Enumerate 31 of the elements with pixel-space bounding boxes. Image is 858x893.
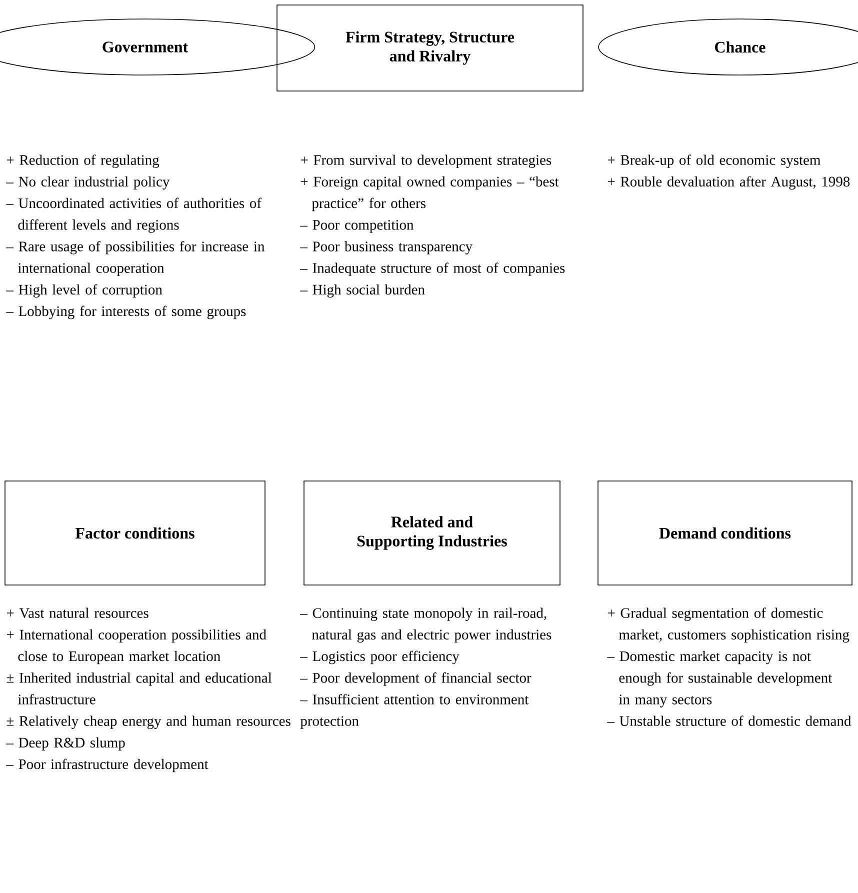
bullet-item: – Rare usage of possibilities for increase in international cooperation [6,241,264,276]
bullet-item: + Rouble devaluation after August, 1998 [608,176,850,190]
bullet-item: – Inadequate structure of most of companies [300,262,565,276]
bullet-item: + Vast natural resources [6,608,148,618]
bullet-item: – Domestic market capacity is not enough for sustainable development in many sectors [607,650,832,708]
heading-box: Firm Strategy, Structure and Rivalry [276,4,584,92]
heading-box: Factor conditions [4,480,266,586]
bullet-item: + Gradual segmentation of domestic market, customers sophistication rising [608,608,850,643]
bullet-item: – Poor infrastructure development [6,758,208,772]
bullet-item: – Logistics poor efficiency [300,650,460,664]
bullet-item: – Deep R&D slump [6,737,125,750]
bullet-item: ± Inherited industrial capital and educational infrastructure [6,672,272,704]
bullet-item: + Foreign capital owned companies – “best practice” for others [300,176,559,212]
bullet-item: – Poor competition [300,220,414,233]
bullet-item: – Continuing state monopoly in rail-road, natural gas and electric power industries [300,608,552,643]
bullet-item: – Poor business transparency [300,241,472,254]
bullet-item: – Unstable structure of domestic demand [607,716,852,726]
bullet-item: + From survival to development strategies [300,154,552,168]
bullet-item: – Uncoordinated activities of authorities of different levels and regions [6,198,262,233]
bullet-item: – High social burden [300,284,425,298]
bullet-item: – Lobbying for interests of some groups [6,306,246,320]
heading-box: Demand conditions [598,480,852,586]
bullet-item: – Poor development of financial sector [300,672,532,686]
bullet-item: – High level of corruption [6,284,162,298]
bullet-item: – No clear industrial policy [6,176,170,190]
bullet-item: + Break-up of old economic system [608,154,821,168]
heading-box: Related and Supporting Industries [304,480,560,586]
bullet-item: + International cooperation possibilities and close to European market location [6,629,266,664]
bullet-item: ± Relatively cheap energy and human resources [6,716,290,729]
bullet-item: – Insufficient attention to environment protection [300,694,529,729]
bullet-item: + Reduction of regulating [6,154,160,168]
